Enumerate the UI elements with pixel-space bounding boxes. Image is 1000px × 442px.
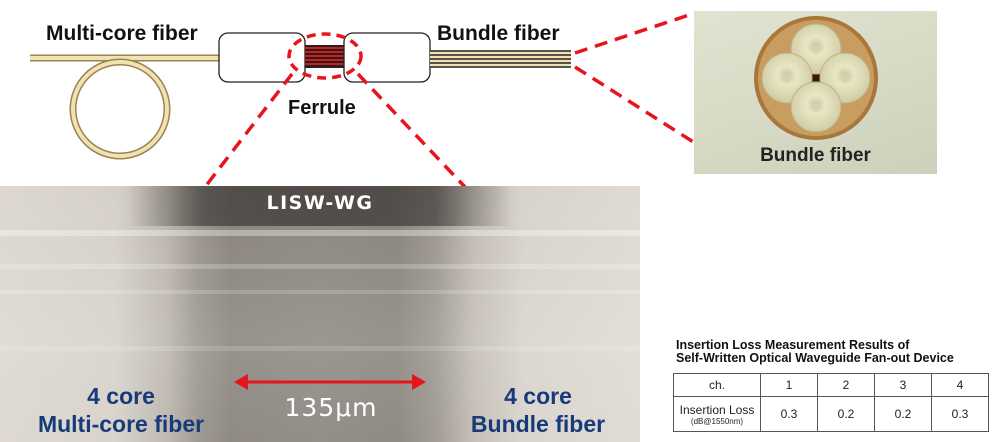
channel-cell: 1 bbox=[760, 373, 818, 397]
scale-arrow bbox=[234, 374, 426, 390]
micrograph-stripe-1 bbox=[0, 230, 640, 236]
bundle-cross-section-image bbox=[754, 16, 878, 140]
row-label: Insertion Loss bbox=[679, 402, 755, 417]
ferrule-zoom-ellipse bbox=[287, 32, 363, 80]
scale-label: 135μm bbox=[284, 393, 378, 422]
bundle-fiber-label: Bundle fiber bbox=[437, 22, 560, 45]
micrograph-title: LISW-WG bbox=[266, 192, 374, 214]
right-caption-line2: Bundle fiber bbox=[470, 411, 606, 437]
zoom-line-right bbox=[356, 72, 467, 189]
header-label-cell: ch. bbox=[673, 373, 761, 397]
bundle-fiber-photo-label: Bundle fiber bbox=[760, 145, 871, 166]
micrograph-stripe-3 bbox=[0, 290, 640, 294]
micrograph-dark-band-top bbox=[0, 186, 640, 226]
insertion-loss-table: ch. 1 2 3 4 Insertion Loss (dB@1550nm) 0… bbox=[673, 373, 989, 432]
table-title: Insertion Loss Measurement Results of Se… bbox=[676, 339, 954, 365]
bundle-fiber-photo: Bundle fiber bbox=[694, 11, 937, 174]
value-cell: 0.2 bbox=[874, 396, 932, 432]
ferrule-label: Ferrule bbox=[288, 97, 356, 119]
zoom-line-left bbox=[203, 72, 294, 189]
table-header-row: ch. 1 2 3 4 bbox=[673, 373, 989, 397]
right-caption-line1: 4 core bbox=[504, 383, 572, 409]
row-label-cell: Insertion Loss (dB@1550nm) bbox=[673, 396, 761, 432]
row-sublabel: (dB@1550nm) bbox=[690, 416, 744, 426]
multi-core-fiber-label: Multi-core fiber bbox=[46, 22, 198, 45]
micrograph-stripe-2 bbox=[0, 264, 640, 269]
channel-cell: 4 bbox=[931, 373, 989, 397]
bundle-fiber-lines bbox=[430, 50, 571, 68]
table-row: Insertion Loss (dB@1550nm) 0.3 0.2 0.2 0… bbox=[673, 396, 989, 432]
table-title-line2: Self-Written Optical Waveguide Fan-out D… bbox=[676, 351, 954, 365]
value-cell: 0.3 bbox=[760, 396, 818, 432]
fiber-coil bbox=[69, 58, 171, 160]
channel-cell: 3 bbox=[874, 373, 932, 397]
zoom-line-photo-top bbox=[574, 11, 696, 55]
table-title-line1: Insertion Loss Measurement Results of bbox=[676, 338, 910, 352]
value-cell: 0.2 bbox=[817, 396, 875, 432]
channel-cell: 2 bbox=[817, 373, 875, 397]
left-caption-line2: Multi-core fiber bbox=[37, 411, 205, 437]
ferrule bbox=[305, 45, 345, 68]
left-caption-line1: 4 core bbox=[87, 383, 155, 409]
micrograph-stripe-4 bbox=[0, 346, 640, 351]
value-cell: 0.3 bbox=[931, 396, 989, 432]
right-connector bbox=[343, 32, 431, 83]
waveguide-micrograph: LISW-WG 135μm 4 core Multi-core fiber 4 … bbox=[0, 186, 640, 442]
zoom-line-photo-bottom bbox=[574, 65, 696, 145]
